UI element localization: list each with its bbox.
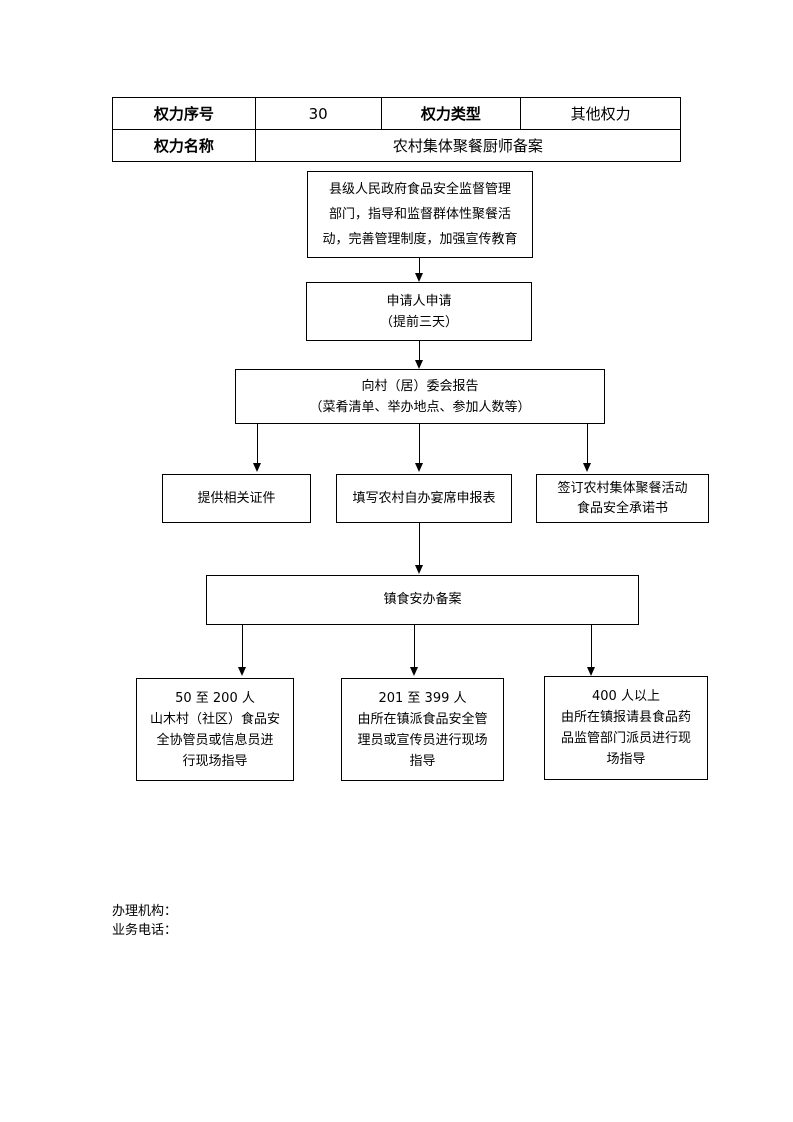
branch-pledge-box: 签订农村集体聚餐活动 食品安全承诺书 (536, 474, 709, 523)
step1-line2: 部门，指导和监督群体性聚餐活 (328, 207, 511, 222)
branch-right-line1: 签订农村集体聚餐活动 (557, 480, 688, 496)
name-value: 农村集体聚餐厨师备案 (254, 129, 682, 162)
connector-middle (419, 424, 420, 464)
step2-line1: 申请人申请 (386, 293, 452, 309)
info-row-2: 权力名称 农村集体聚餐厨师备案 (112, 129, 682, 162)
guide-a-line2: 山木村（社区）食品安 (149, 711, 280, 727)
connector-2 (419, 341, 420, 361)
office-label: 办理机构： (112, 904, 178, 919)
branch-middle-line1: 填写农村自办宴席申报表 (352, 490, 496, 506)
guide-a-line1: 50 至 200 人 (175, 690, 255, 706)
guide-c-line2: 由所在镇报请县食品药 (560, 710, 691, 725)
arrow-down-icon (238, 667, 246, 676)
branch-certificates-box: 提供相关证件 (162, 474, 311, 523)
step2-line2: （提前三天） (379, 314, 458, 330)
step-report-box: 向村（居）委会报告 （菜肴清单、举办地点、参加人数等） (235, 369, 605, 424)
power-info-table: 权力序号 30 权力类型 其他权力 权力名称 农村集体聚餐厨师备案 (112, 97, 682, 162)
arrow-down-icon (415, 565, 423, 574)
connector-1 (419, 258, 420, 274)
arrow-down-icon (253, 463, 261, 472)
seq-label: 权力序号 (112, 97, 256, 130)
branch-right-line2: 食品安全承诺书 (576, 500, 668, 516)
connector-guide-b (414, 625, 415, 668)
arrow-down-icon (587, 667, 595, 676)
connector-left (257, 424, 258, 464)
name-label: 权力名称 (112, 129, 256, 162)
guide-b-line3: 理员或宣传员进行现场 (357, 732, 488, 748)
guide-b-line1: 201 至 399 人 (378, 690, 467, 706)
connector-3 (419, 523, 420, 566)
arrow-down-icon (415, 273, 423, 282)
guide-large-box: 400 人以上 由所在镇报请县食品药 品监管部门派员进行现 场指导 (544, 676, 708, 780)
arrow-down-icon (410, 667, 418, 676)
step-filing-box: 镇食安办备案 (206, 575, 639, 625)
arrow-down-icon (415, 360, 423, 369)
guide-a-line3: 全协管员或信息员进 (156, 732, 274, 748)
phone-label: 业务电话： (112, 923, 178, 938)
step-apply-box: 申请人申请 （提前三天） (306, 282, 532, 341)
guide-c-line4: 场指导 (606, 752, 646, 767)
step-supervision-box: 县级人民政府食品安全监督管理 部门，指导和监督群体性聚餐活 动，完善管理制度，加… (307, 171, 533, 258)
branch-left-line1: 提供相关证件 (197, 490, 276, 506)
step3-line1: 向村（居）委会报告 (361, 378, 479, 394)
connector-guide-c (591, 625, 592, 668)
step5-line1: 镇食安办备案 (383, 592, 462, 607)
connector-right (587, 424, 588, 464)
guide-c-line3: 品监管部门派员进行现 (560, 731, 691, 746)
info-row-1: 权力序号 30 权力类型 其他权力 (112, 97, 681, 130)
arrow-down-icon (583, 463, 591, 472)
guide-medium-box: 201 至 399 人 由所在镇派食品安全管 理员或宣传员进行现场 指导 (341, 678, 504, 781)
guide-a-line4: 行现场指导 (182, 753, 248, 769)
step1-line3: 动，完善管理制度，加强宣传教育 (322, 232, 518, 247)
guide-small-box: 50 至 200 人 山木村（社区）食品安 全协管员或信息员进 行现场指导 (136, 678, 294, 781)
type-value: 其他权力 (520, 97, 681, 130)
guide-c-line1: 400 人以上 (592, 689, 660, 704)
arrow-down-icon (415, 463, 423, 472)
branch-form-box: 填写农村自办宴席申报表 (336, 474, 512, 523)
guide-b-line2: 由所在镇派食品安全管 (357, 711, 488, 727)
type-label: 权力类型 (380, 97, 522, 130)
guide-b-line4: 指导 (409, 753, 436, 769)
connector-guide-a (242, 625, 243, 668)
seq-value: 30 (254, 97, 382, 130)
step1-line1: 县级人民政府食品安全监督管理 (328, 182, 511, 197)
step3-line2: （菜肴清单、举办地点、参加人数等） (309, 399, 531, 415)
